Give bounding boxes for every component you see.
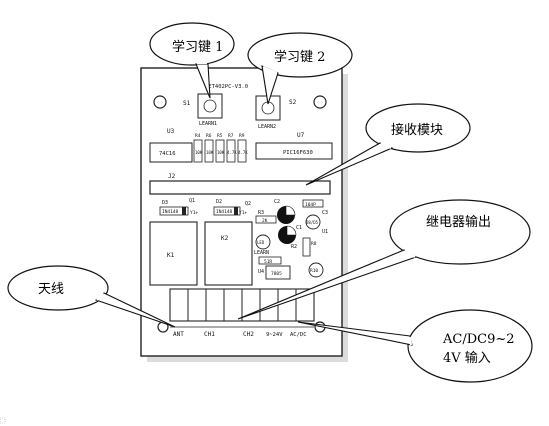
u4-label: U4 [258, 269, 264, 275]
learn2-label: LEARN2 [258, 124, 276, 130]
resistor-r9: R9 [239, 133, 245, 139]
resistor-r3 [255, 215, 277, 224]
terminal-ant: ANT [173, 331, 184, 338]
r3-label: R3 [258, 210, 264, 216]
q2-label: Q2 [245, 201, 251, 207]
s1-label: S1 [183, 100, 191, 107]
learn-button-1-cap [203, 99, 217, 113]
resistor-r5: R5 [217, 133, 223, 139]
mounting-hole [313, 95, 327, 109]
capacitor-104 [302, 199, 324, 208]
corner-marker [0, 417, 6, 424]
k2-label: K2 [221, 235, 229, 242]
callout-learn-key-2-text: 学习键 2 [274, 49, 325, 65]
chip-u3-part: 74C16 [159, 151, 176, 157]
d3-part: IN4148 [162, 209, 179, 215]
r8-label: R8 [311, 241, 317, 247]
u4-part: 7805 [271, 271, 282, 277]
v2-label: Y1+ [239, 210, 247, 216]
terminal-ch1: CH1 [204, 331, 215, 338]
d2-label: D2 [216, 199, 222, 205]
relay-k1 [149, 221, 198, 286]
terminal-12v: 9~24V [266, 332, 283, 338]
callout-relay-output [389, 199, 531, 265]
resistor-value: 4.7K [238, 150, 248, 155]
u1-label: U1 [322, 229, 328, 235]
resistor-value: 4.7K [227, 150, 237, 155]
callout-power-input-text-1: AC/DC9~2 [442, 332, 515, 347]
callout-receiver-module-text: 接收模块 [391, 122, 443, 138]
resistor-r2 [302, 237, 311, 257]
resistor-value: 10K [217, 150, 225, 155]
resistor-bank [193, 139, 247, 163]
capacitor-c3 [305, 214, 321, 230]
callout-learn-key-1-text: 学习键 1 [172, 39, 223, 55]
callout-receiver-module [365, 103, 471, 153]
resistor-value: 10K [206, 150, 214, 155]
d2-part: IN4148 [216, 209, 233, 215]
callout-learn-key-1 [149, 22, 235, 66]
callout-relay-output-text: 继电器输出 [426, 214, 491, 230]
relay-k2 [204, 221, 253, 286]
power-led [308, 262, 324, 278]
learn-led-label: LEARN [254, 250, 269, 256]
diode-d2 [213, 206, 241, 216]
callout-antenna [7, 265, 109, 311]
chip-u7 [255, 142, 333, 160]
diode-d3 [159, 206, 189, 216]
v1-label: Y1+ [190, 210, 198, 216]
callout-power-input-text-2: 4V 输入 [443, 350, 491, 366]
c1-label: C1 [296, 225, 302, 231]
u3-label: U3 [167, 128, 175, 135]
d3-label: D3 [162, 200, 168, 206]
cap-104-label: 104P [305, 202, 316, 208]
terminal-ch2: CH2 [243, 331, 254, 338]
learn-led [255, 234, 271, 250]
receiver-module-header [149, 180, 331, 195]
resistor-value: 10K [195, 150, 203, 155]
board-model: YET402PC-V3.0 [205, 84, 248, 90]
s2-label: S2 [289, 99, 297, 106]
learn1-label: LEARN1 [199, 121, 217, 127]
led-label: LED [257, 240, 265, 245]
r3-value: 2K [262, 218, 268, 224]
c3-label: C3 [322, 210, 328, 216]
u7-label: U7 [297, 132, 305, 139]
resistor-r1 [258, 256, 282, 265]
c2-label: C2 [274, 199, 280, 205]
r2-label: R2 [291, 244, 297, 250]
terminal-acdc: AC/DC [290, 332, 307, 338]
k1-label: K1 [167, 252, 175, 259]
regulator-u4 [265, 265, 291, 280]
resistor-r4: R4 [195, 133, 201, 139]
r1-value: 51R [264, 259, 272, 265]
d8-d5-label: D8/D5 [306, 220, 319, 225]
resistor-r7: R7 [228, 133, 234, 139]
power-led-label: R10 [310, 268, 318, 274]
callout-learn-key-2 [247, 32, 353, 78]
callout-power-input [407, 309, 533, 383]
q1-label: Q1 [189, 198, 195, 204]
j2-label: J2 [168, 173, 176, 180]
chip-u3 [149, 142, 193, 163]
resistor-r6: R6 [206, 133, 212, 139]
chip-u7-part: PIC16F630 [283, 150, 313, 156]
callout-antenna-text: 天线 [38, 282, 64, 297]
mounting-hole [153, 95, 167, 109]
